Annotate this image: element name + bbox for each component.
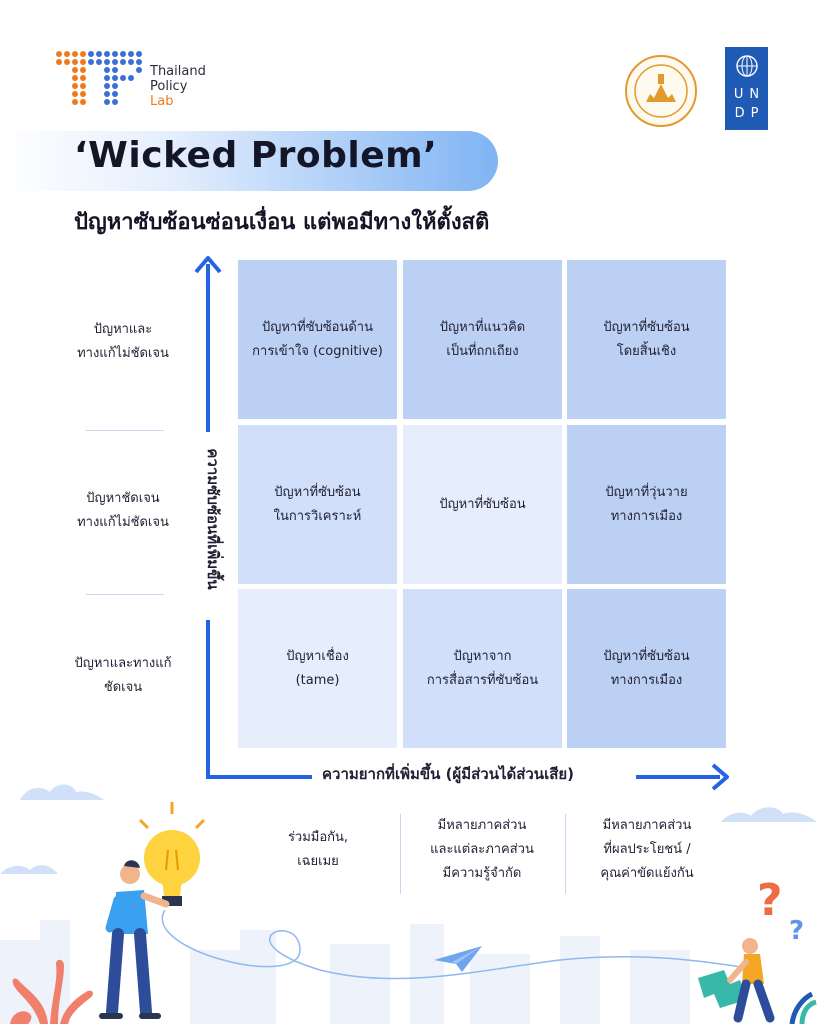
cell-line: ปัญหาที่แนวคิด bbox=[439, 319, 526, 335]
bottom-label-line: ที่ผลประโยชน์ / bbox=[603, 842, 691, 857]
undp-logo: U N D P bbox=[725, 47, 768, 130]
row-label-line: ปัญหาและทางแก้ bbox=[74, 656, 172, 671]
x-axis-arrowhead-icon bbox=[711, 763, 729, 791]
lightbulb-icon bbox=[138, 802, 206, 906]
grid-cell-political: ปัญหาที่ซับซ้อนทางการเมือง bbox=[567, 589, 726, 748]
grid-cell-political-messy: ปัญหาที่วุ่นวายทางการเมือง bbox=[567, 425, 726, 584]
background-skyline bbox=[0, 909, 761, 1024]
grid-cell-analytical: ปัญหาที่ซับซ้อนในการวิเคราะห์ bbox=[238, 425, 397, 584]
bottom-label-line: และแต่ละภาคส่วน bbox=[430, 842, 534, 857]
page-title: ‘Wicked Problem’ bbox=[74, 135, 438, 176]
bottom-label-conflicting-interests: มีหลายภาคส่วน ที่ผลประโยชน์ / คุณค่าขัดแ… bbox=[567, 814, 727, 886]
grid-cell-tame: ปัญหาเชื่อง (tame) bbox=[238, 589, 397, 748]
bottom-label-cooperative: ร่วมมือกัน, เฉยเมย bbox=[238, 826, 398, 874]
row-label-line: ปัญหาและ bbox=[93, 322, 153, 337]
question-mark-icon: ? ? bbox=[757, 875, 804, 945]
svg-text:?: ? bbox=[757, 875, 783, 926]
row-label-line: ทางแก้ไม่ชัดเจน bbox=[77, 346, 169, 361]
undp-letter-d: D bbox=[734, 106, 745, 121]
government-seal-icon bbox=[625, 55, 697, 127]
row-label-line: ทางแก้ไม่ชัดเจน bbox=[77, 515, 169, 530]
undp-letter-n: N bbox=[749, 87, 760, 102]
cell-line: ทางการเมือง bbox=[610, 508, 683, 524]
axes bbox=[194, 256, 729, 791]
grid-cell-communication: ปัญหาจากการสื่อสารที่ซับซ้อน bbox=[403, 589, 562, 748]
grid-cell-cognitive: ปัญหาที่ซับซ้อนด้านการเข้าใจ (cognitive) bbox=[238, 260, 397, 419]
cell-line: ปัญหาที่ซับซ้อน bbox=[603, 319, 690, 335]
cell-line: ปัญหาที่วุ่นวาย bbox=[605, 484, 688, 500]
thailand-policy-lab-logo-icon bbox=[56, 51, 142, 105]
row-label-clear: ปัญหาและทางแก้ ชัดเจน bbox=[48, 652, 198, 700]
cell-line: ปัญหาที่ซับซ้อน bbox=[274, 484, 361, 500]
bottom-label-line: มีความรู้จำกัด bbox=[442, 866, 522, 881]
paper-plane-icon bbox=[434, 946, 482, 972]
row-label-problem-clear: ปัญหาชัดเจน ทางแก้ไม่ชัดเจน bbox=[48, 487, 198, 535]
svg-text:?: ? bbox=[789, 916, 804, 945]
tpl-line1: Thailand bbox=[150, 64, 206, 79]
grid-cell-wicked: ปัญหาที่ซับซ้อนโดยสิ้นเชิง bbox=[567, 260, 726, 419]
cell-line: เป็นที่ถกเถียง bbox=[446, 343, 519, 359]
cell-line: ปัญหาที่ซับซ้อน bbox=[603, 648, 690, 664]
column-separator bbox=[400, 814, 401, 894]
cell-line: ปัญหาที่ซับซ้อน bbox=[439, 496, 526, 512]
cell-line: ปัญหาเชื่อง bbox=[286, 648, 349, 664]
undp-letter-u: U bbox=[733, 87, 744, 102]
page-subtitle: ปัญหาซับซ้อนซ่อนเงื่อน แต่พอมีทางให้ตั้ง… bbox=[74, 210, 490, 235]
cell-line: ในการวิเคราะห์ bbox=[273, 508, 362, 524]
tpl-line3: Lab bbox=[150, 94, 174, 109]
cell-line: ทางการเมือง bbox=[610, 672, 683, 688]
cloud-left-small bbox=[0, 865, 58, 874]
cell-line: ปัญหาที่ซับซ้อนด้าน bbox=[261, 319, 373, 335]
tpl-line2: Policy bbox=[150, 79, 188, 94]
bottom-label-line: มีหลายภาคส่วน bbox=[437, 818, 527, 833]
cell-line: โดยสิ้นเชิง bbox=[616, 343, 677, 359]
person-with-lightbulb-illustration bbox=[99, 802, 206, 1019]
row-label-line: ชัดเจน bbox=[103, 680, 143, 695]
y-axis-arrowhead-icon bbox=[194, 256, 222, 274]
y-axis-label: ความซับซ้อนที่เพิ่มขึ้น bbox=[204, 448, 222, 590]
bottom-label-line: มีหลายภาคส่วน bbox=[602, 818, 692, 833]
bottom-label-limited-knowledge: มีหลายภาคส่วน และแต่ละภาคส่วน มีความรู้จ… bbox=[402, 814, 562, 886]
cell-line: การเข้าใจ (cognitive) bbox=[252, 343, 383, 359]
cell-line: (tame) bbox=[295, 672, 340, 688]
column-separator bbox=[565, 814, 566, 894]
cell-line: ปัญหาจาก bbox=[453, 648, 512, 664]
cloud-right bbox=[721, 807, 817, 822]
row-divider bbox=[86, 430, 164, 431]
coral-plant-icon bbox=[10, 959, 93, 1024]
row-label-line: ปัญหาชัดเจน bbox=[86, 491, 160, 506]
thailand-policy-lab-wordmark: Thailand Policy Lab bbox=[150, 64, 206, 109]
bottom-label-line: ร่วมมือกัน, bbox=[287, 830, 349, 845]
undp-letter-p: P bbox=[750, 106, 759, 121]
row-divider bbox=[86, 594, 164, 595]
grid-cell-complex: ปัญหาที่ซับซ้อน bbox=[403, 425, 562, 584]
cloud-left bbox=[0, 784, 104, 800]
x-axis-label: ความยากที่เพิ่มขึ้น (ผู้มีส่วนได้ส่วนเสี… bbox=[322, 765, 574, 783]
grid-cell-contested: ปัญหาที่แนวคิดเป็นที่ถกเถียง bbox=[403, 260, 562, 419]
title-background bbox=[0, 131, 498, 191]
cell-line: การสื่อสารที่ซับซ้อน bbox=[426, 672, 539, 688]
row-label-unclear: ปัญหาและ ทางแก้ไม่ชัดเจน bbox=[48, 318, 198, 366]
bottom-label-line: คุณค่าขัดแย้งกัน bbox=[600, 866, 694, 881]
person-with-puzzle-illustration bbox=[698, 938, 817, 1024]
un-emblem-icon bbox=[735, 55, 758, 77]
bottom-label-line: เฉยเมย bbox=[297, 854, 339, 869]
